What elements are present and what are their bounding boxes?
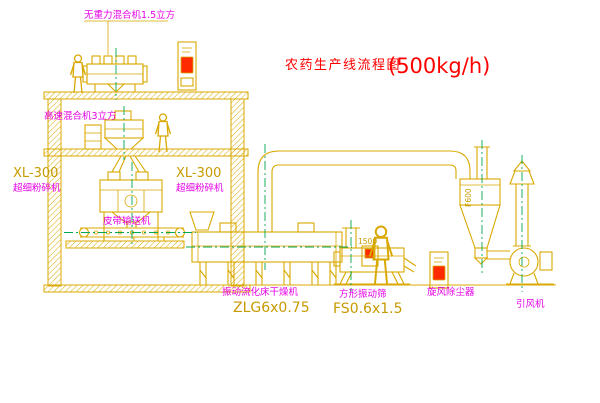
exhaust-stack xyxy=(509,160,535,247)
worker-figure-second-floor xyxy=(154,113,172,153)
worker-figure-ground xyxy=(368,225,394,285)
label-screen-dimension: 1500 xyxy=(358,237,377,246)
label-mill-left-name: 超细粉碎机 xyxy=(13,182,61,194)
diagram-capacity: (500kg/h) xyxy=(388,54,490,78)
label-mill-left-model: XL-300 xyxy=(13,166,58,181)
cyclone-separator-machine xyxy=(459,146,501,265)
label-screen-name: 方形振动筛 xyxy=(339,288,387,300)
label-fan-name: 引风机 xyxy=(516,298,545,310)
label-leader-line xyxy=(84,20,168,55)
control-cabinet-right xyxy=(429,251,449,289)
diagram-title: 农药生产线流程图 xyxy=(285,58,401,73)
control-cabinet-top xyxy=(177,41,197,91)
label-mill-right-model: XL-300 xyxy=(176,166,221,181)
label-mill-right-name: 超细粉碎机 xyxy=(176,182,224,194)
cyclone-to-fan-pipe xyxy=(487,250,510,260)
label-cyclone-dimension: F600 xyxy=(464,188,473,207)
dryer-legs xyxy=(199,262,337,285)
centerlines xyxy=(64,48,523,292)
exhaust-duct-pipe xyxy=(257,150,471,232)
label-cyclone-name: 旋风除尘器 xyxy=(427,286,475,298)
label-dryer-name: 振动流化床干燥机 xyxy=(222,286,299,298)
gravity-mixer-machine xyxy=(82,20,168,93)
label-belt-conveyor: 皮带输送机 xyxy=(103,215,151,227)
label-screen-model: FS0.6x1.5 xyxy=(333,301,403,317)
label-high-speed-mixer: 高速混合机3立方 xyxy=(44,110,117,122)
y-duct xyxy=(111,155,147,173)
building-structure xyxy=(43,91,251,293)
mill-machine xyxy=(99,171,163,241)
worker-figure-top-floor xyxy=(69,54,87,94)
label-dryer-model: ZLG6x0.75 xyxy=(233,300,310,316)
induced-draft-fan-machine xyxy=(487,247,554,285)
fluid-bed-dryer-machine xyxy=(189,211,343,285)
label-gravity-mixer: 无重力混合机1.5立方 xyxy=(84,9,175,21)
